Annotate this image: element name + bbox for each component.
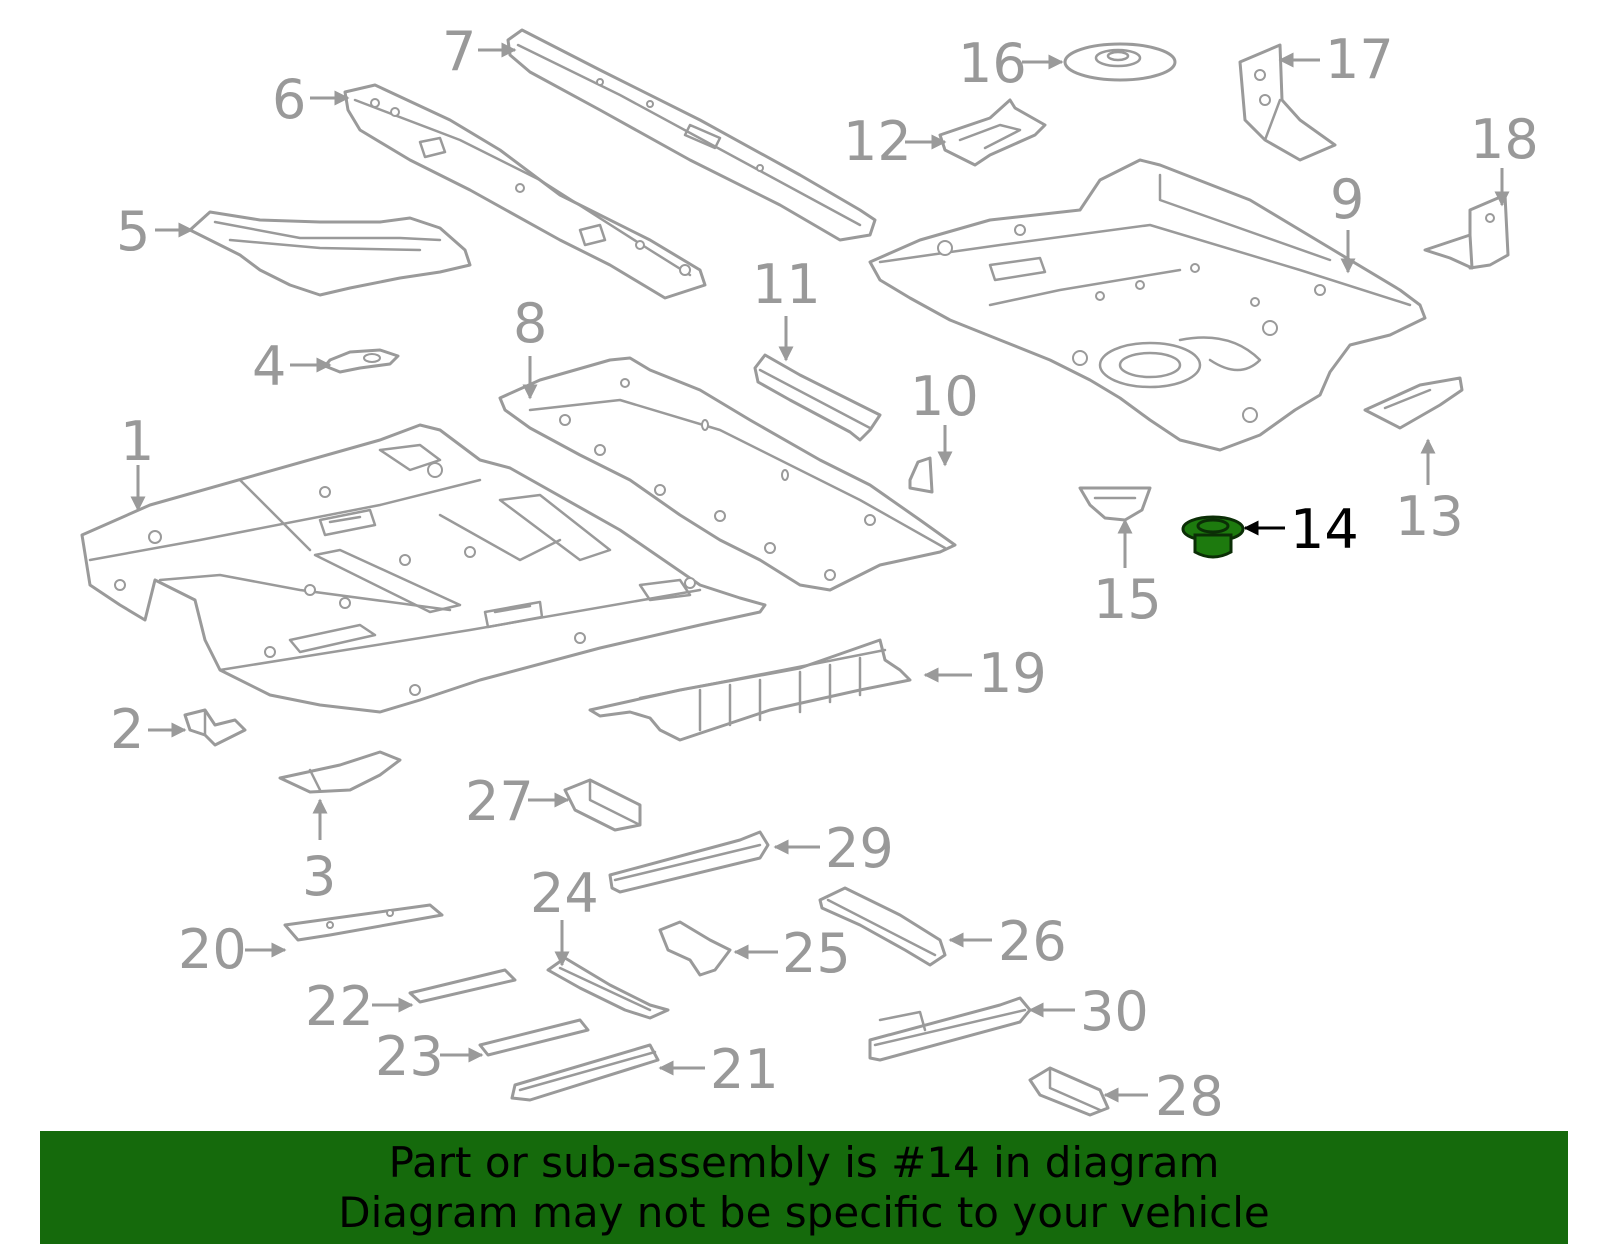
part-1-front-floor-pan: [80, 423, 767, 714]
callout-11: 11: [752, 253, 821, 316]
callout-3: 3: [302, 845, 336, 908]
banner-line-part-number: Part or sub-assembly is #14 in diagram: [388, 1138, 1220, 1187]
callout-13: 13: [1395, 485, 1464, 548]
part-22-strip: [408, 968, 517, 1004]
callout-4: 4: [252, 335, 286, 398]
part-12-bracket: [938, 98, 1047, 167]
part-24-channel: [546, 956, 670, 1020]
callout-16: 16: [958, 32, 1027, 95]
part-30-rail: [868, 996, 1032, 1062]
callout-21: 21: [710, 1038, 779, 1101]
callout-30: 30: [1080, 980, 1149, 1043]
callout-15: 15: [1093, 568, 1162, 631]
part-6-cross-member: [343, 83, 707, 300]
callout-18: 18: [1470, 108, 1539, 171]
callout-14-highlighted[interactable]: 14: [1290, 498, 1359, 561]
part-8-floor-panel: [498, 356, 957, 592]
part-23-strip: [478, 1018, 590, 1057]
part-21-strip: [510, 1043, 660, 1102]
callout-20: 20: [178, 918, 247, 981]
callout-1: 1: [120, 410, 154, 473]
callout-9: 9: [1330, 168, 1364, 231]
callout-27: 27: [465, 770, 534, 833]
part-3-plate: [278, 750, 402, 794]
callout-labels: 1 2 3 4 5 6 7 8 9 10 11 12 13 14 15 16 1…: [110, 20, 1539, 1128]
part-20-strip: [283, 903, 444, 942]
part-2-bracket: [183, 708, 247, 747]
part-5-curved-panel: [188, 210, 472, 297]
callout-28: 28: [1155, 1065, 1224, 1128]
callout-25: 25: [782, 922, 851, 985]
callout-2: 2: [110, 698, 144, 761]
callout-17: 17: [1325, 28, 1394, 91]
part-18-bracket: [1423, 193, 1510, 270]
part-15-cap: [1078, 486, 1152, 522]
part-17-bracket: [1238, 43, 1337, 162]
callout-29: 29: [825, 817, 894, 880]
part-10-clip: [908, 456, 934, 494]
part-14-highlighted-grommet[interactable]: [1181, 515, 1245, 559]
part-7-rail: [506, 28, 877, 242]
part-26-rail: [818, 886, 947, 967]
callout-7: 7: [442, 20, 476, 83]
part-16-plug: [1063, 42, 1177, 82]
callout-23: 23: [375, 1025, 444, 1088]
callout-12: 12: [843, 110, 912, 173]
callout-10: 10: [910, 365, 979, 428]
parts-diagram: 1 2 3 4 5 6 7 8 9 10 11 12 13 14 15 16 1…: [80, 20, 1539, 1128]
callout-26: 26: [998, 910, 1067, 973]
callout-6: 6: [272, 68, 306, 131]
callout-8: 8: [513, 292, 547, 355]
part-29-rail: [608, 830, 770, 894]
part-27-bracket: [563, 778, 642, 832]
callout-19: 19: [978, 642, 1047, 705]
banner-line-disclaimer: Diagram may not be specific to your vehi…: [338, 1188, 1270, 1237]
callout-arrows: [130, 42, 1510, 1103]
callout-22: 22: [305, 975, 374, 1038]
part-9-rear-floor-pan: [868, 158, 1427, 452]
callout-24: 24: [530, 862, 599, 925]
part-19-cross-member: [588, 638, 912, 742]
part-28-bracket: [1028, 1066, 1110, 1117]
part-4-small-bracket: [323, 348, 400, 374]
notice-banner: Part or sub-assembly is #14 in diagram D…: [40, 1131, 1568, 1244]
callout-5: 5: [116, 200, 150, 263]
part-11-channel: [753, 353, 882, 442]
part-13-bracket: [1363, 376, 1464, 430]
part-25-bracket: [658, 920, 732, 977]
